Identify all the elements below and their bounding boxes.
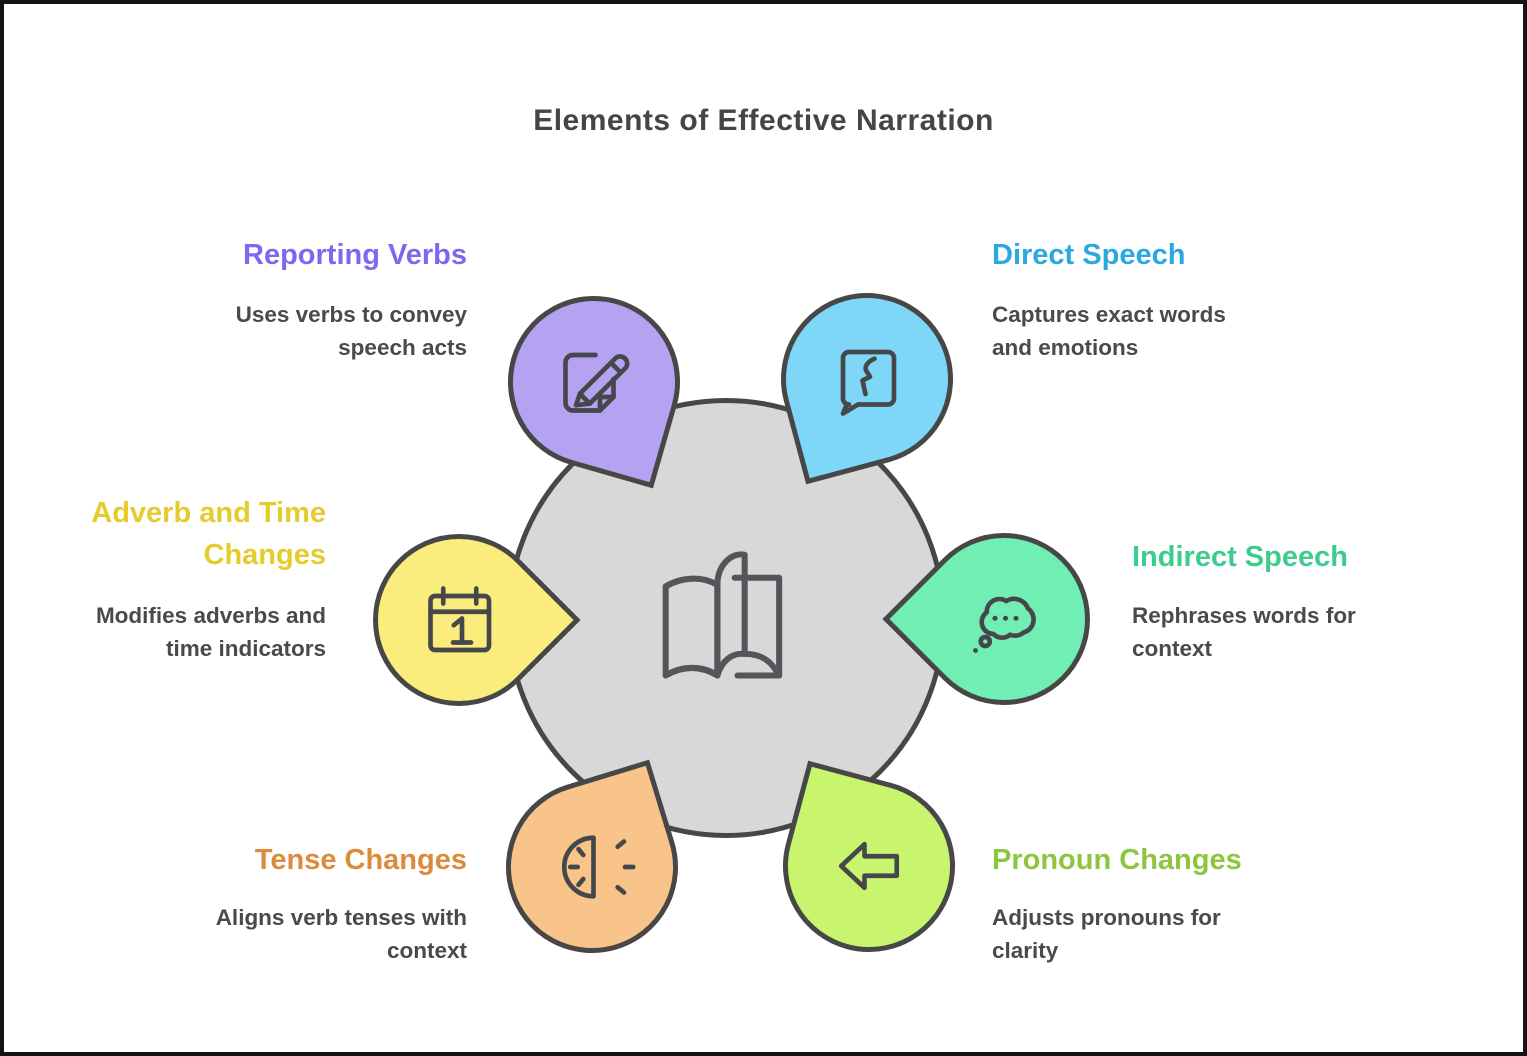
speech-bubble-lightning-icon [840,349,897,416]
petal-tense-changes [484,759,700,975]
tense-changes-description: Aligns verb tenses with context [215,905,467,963]
petal-reporting-verbs [487,275,701,489]
indirect-speech-title: Indirect Speech [1132,541,1348,573]
pronoun-changes-description: Adjusts pronouns for clarity [992,905,1221,963]
calendar-day1-icon [428,586,492,653]
page-title: Elements of Effective Narration [533,104,994,137]
petal-indirect-speech [882,497,1126,741]
open-book-icon [662,551,783,679]
arrow-left-icon [838,841,900,891]
reporting-verbs-description: Uses verbs to convey speech acts [235,302,467,360]
tense-changes-title: Tense Changes [254,844,467,876]
half-clock-icon [562,835,636,899]
adverb-time-changes-title: Adverb and Time Changes [91,497,326,572]
thought-bubble-icon [973,596,1036,653]
petal-pronoun-changes [763,760,975,972]
direct-speech-title: Direct Speech [992,239,1186,271]
edit-note-icon [563,352,630,413]
petal-adverb-time-changes [337,498,581,742]
petal-direct-speech [761,273,973,485]
adverb-time-changes-description: Modifies adverbs and time indicators [95,603,326,661]
indirect-speech-description: Rephrases words for context [1132,603,1356,661]
reporting-verbs-title: Reporting Verbs [243,239,467,271]
direct-speech-description: Captures exact words and emotions [992,302,1226,360]
pronoun-changes-title: Pronoun Changes [992,844,1242,876]
